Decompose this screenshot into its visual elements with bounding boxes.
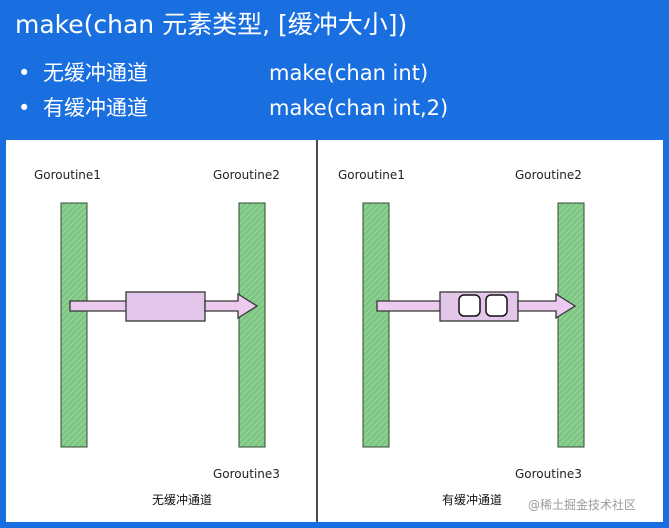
goroutine-label: Goroutine2	[213, 168, 280, 182]
channel-box	[125, 291, 206, 322]
bullet-code: make(chan int,2)	[269, 96, 449, 120]
arrow-out-of-channel	[517, 292, 577, 320]
arrow-out-of-channel	[204, 292, 259, 320]
bullet-marker: •	[18, 96, 31, 120]
diagram-buffered: Goroutine1 Goroutine2 Goroutine3 有缓冲通道	[338, 168, 585, 507]
goroutine-label: Goroutine2	[515, 168, 582, 182]
buffer-slots	[458, 294, 508, 317]
diagram-caption: 有缓冲通道	[442, 492, 502, 507]
buffer-slot	[458, 294, 481, 317]
goroutine-bar	[60, 202, 88, 448]
bullet-label: 有缓冲通道	[43, 96, 148, 120]
bullet-code: make(chan int)	[269, 61, 429, 85]
bullet-label: 无缓冲通道	[43, 61, 148, 85]
buffer-slot	[485, 294, 508, 317]
goroutine-bar	[362, 202, 390, 448]
diagram-caption: 无缓冲通道	[152, 492, 212, 507]
goroutine-label: Goroutine3	[213, 467, 280, 481]
diagram-panel: Goroutine1 Goroutine2 Goroutine3 无缓冲通道 G…	[6, 140, 663, 522]
goroutine-label: Goroutine3	[515, 467, 582, 481]
bullet-marker: •	[18, 61, 31, 85]
goroutine-label: Goroutine1	[34, 168, 101, 182]
goroutine-bar	[238, 202, 266, 448]
diagram-unbuffered: Goroutine1 Goroutine2 Goroutine3 无缓冲通道	[34, 168, 280, 507]
goroutine-label: Goroutine1	[338, 168, 405, 182]
page-title: make(chan 元素类型, [缓冲大小])	[15, 10, 408, 39]
diagram-canvas: Goroutine1 Goroutine2 Goroutine3 无缓冲通道 G…	[34, 140, 636, 522]
watermark: @稀土掘金技术社区	[528, 497, 636, 512]
goroutine-bar	[557, 202, 585, 448]
header: make(chan 元素类型, [缓冲大小]) • 无缓冲通道 make(cha…	[0, 0, 669, 140]
